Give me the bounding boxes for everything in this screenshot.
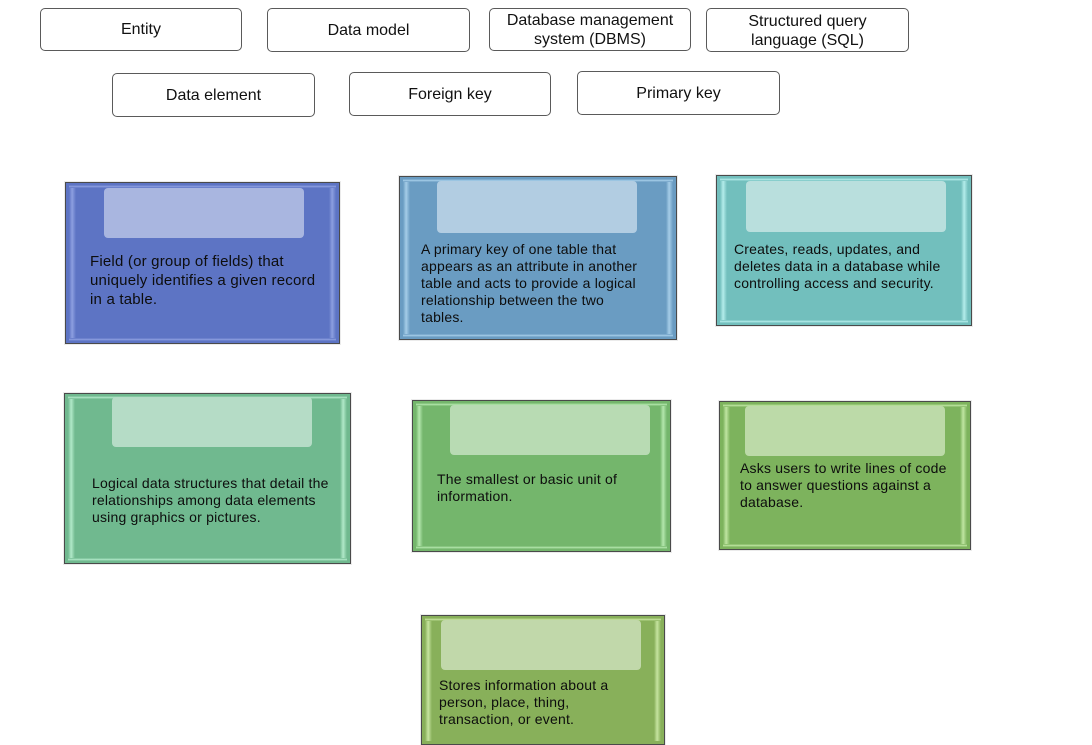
definition-card-4: Logical data structures that detail the … <box>64 393 351 564</box>
term-label: Foreign key <box>408 85 492 103</box>
term-label: Entity <box>120 21 161 38</box>
card-edge <box>720 179 727 322</box>
card-edge <box>720 320 968 323</box>
card-edge <box>654 619 661 741</box>
card-edge <box>403 180 410 336</box>
card-edge <box>340 397 347 560</box>
card-edge <box>416 404 423 548</box>
term-label: Data element <box>165 86 262 104</box>
term-data-element[interactable]: Data element <box>112 73 315 117</box>
card-edge <box>960 405 967 546</box>
card-edge <box>68 558 347 561</box>
card-edge <box>723 405 730 546</box>
card-edge <box>416 546 667 549</box>
term-label-line-1: Database management <box>506 12 674 29</box>
card-edge <box>416 403 667 406</box>
drop-slot[interactable] <box>746 181 946 232</box>
card-edge <box>403 334 673 337</box>
card-edge <box>69 185 336 188</box>
definition-text: A primary key of one table that appears … <box>421 241 638 325</box>
card-edge <box>69 338 336 341</box>
drop-slot[interactable] <box>112 397 312 447</box>
definition-card-3: Creates, reads, updates, and deletes dat… <box>716 175 972 326</box>
term-label-line-2: language (SQL) <box>751 31 864 49</box>
definition-text: Stores information about a person, place… <box>439 677 609 727</box>
card-edge <box>425 618 661 621</box>
term-foreign-key[interactable]: Foreign key <box>349 72 551 116</box>
drop-slot[interactable] <box>437 181 637 233</box>
term-data-model[interactable]: Data model <box>267 8 470 52</box>
definition-card-1: Field (or group of fields) that uniquely… <box>65 182 340 344</box>
card-edge <box>660 404 667 548</box>
drop-slot[interactable] <box>441 620 641 670</box>
card-edge <box>720 178 968 181</box>
drop-slot[interactable] <box>450 405 650 455</box>
card-edge <box>666 180 673 336</box>
card-edge <box>329 186 336 340</box>
card-edge <box>425 619 432 741</box>
drop-slot[interactable] <box>104 188 304 238</box>
definition-text: Field (or group of fields) that uniquely… <box>90 253 316 308</box>
term-label: Primary key <box>636 84 721 102</box>
term-label-line-1: Structured query <box>748 12 867 30</box>
term-label-line-2: system (DBMS) <box>534 31 646 48</box>
card-edge <box>723 404 967 407</box>
term-primary-key[interactable]: Primary key <box>577 71 780 115</box>
term-label: Data model <box>327 21 410 39</box>
card-edge <box>403 179 673 182</box>
card-edge <box>723 544 967 547</box>
definition-text: Logical data structures that detail the … <box>92 475 329 525</box>
definition-card-5: The smallest or basic unit of informatio… <box>412 400 671 552</box>
card-edge <box>961 179 968 322</box>
term-sql[interactable]: Structured query language (SQL) <box>706 8 909 52</box>
card-edge <box>68 397 75 560</box>
definition-card-7: Stores information about a person, place… <box>421 615 665 745</box>
term-entity[interactable]: Entity <box>40 8 242 51</box>
definition-text: Asks users to write lines of code to ans… <box>740 460 947 510</box>
card-edge <box>69 186 76 340</box>
term-dbms[interactable]: Database management system (DBMS) <box>489 8 691 51</box>
definition-card-2: A primary key of one table that appears … <box>399 176 677 340</box>
definition-text: Creates, reads, updates, and deletes dat… <box>734 241 941 291</box>
definition-card-6: Asks users to write lines of code to ans… <box>719 401 971 550</box>
drop-slot[interactable] <box>745 406 945 456</box>
definition-text: The smallest or basic unit of informatio… <box>437 471 618 504</box>
